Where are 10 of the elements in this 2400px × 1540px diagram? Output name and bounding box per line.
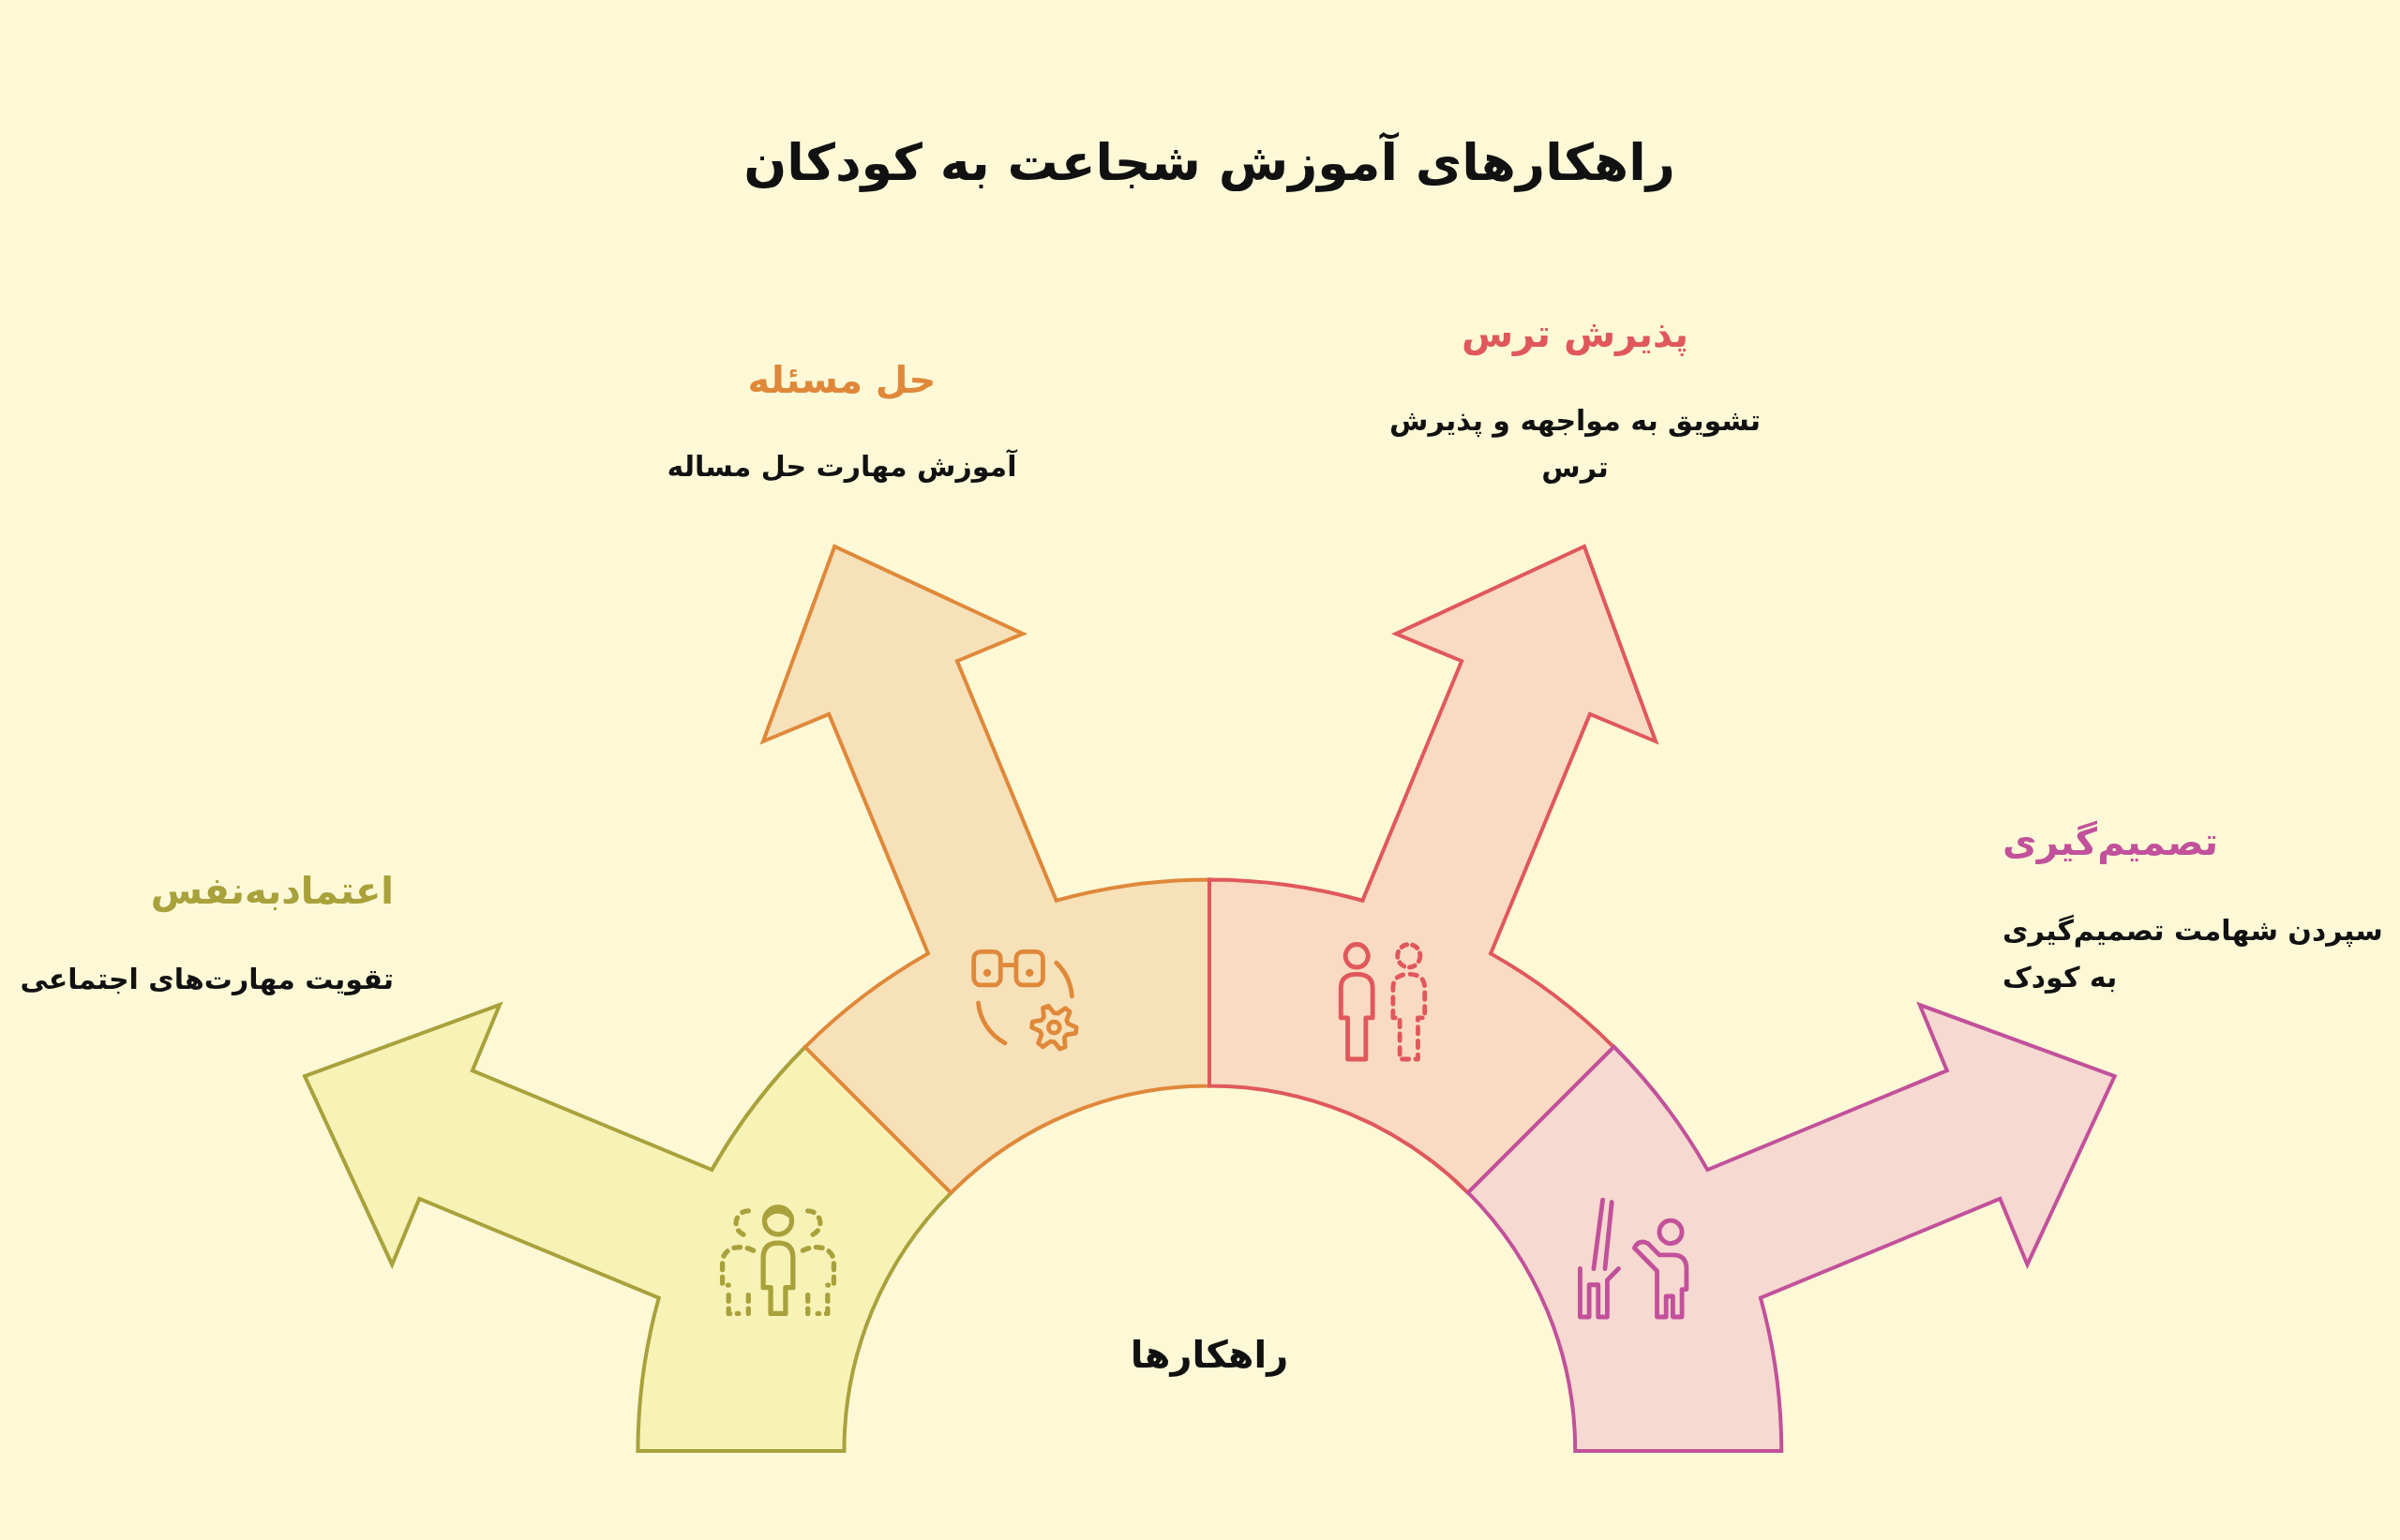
heading: پذیرش ترس <box>1461 311 1689 358</box>
description: سپردن شهامت تصمیم‌گیری به کودک <box>2002 913 2384 995</box>
description: آموزش مهارت حل مساله <box>667 448 1017 485</box>
heading: حل مسئله <box>747 357 937 403</box>
description: تقویت مهارت‌های اجتماعی <box>20 962 394 997</box>
hub-label: راهکارها <box>1130 1326 1289 1383</box>
heading: اعتمادبه‌نفس <box>150 868 394 915</box>
heading: تصمیم‌گیری <box>2002 819 2219 866</box>
title: راهکارهای آموزش شجاعت به کودکان <box>743 131 1675 194</box>
description: تشویق به مواجهه و پذیرش ترس <box>1388 403 1762 486</box>
